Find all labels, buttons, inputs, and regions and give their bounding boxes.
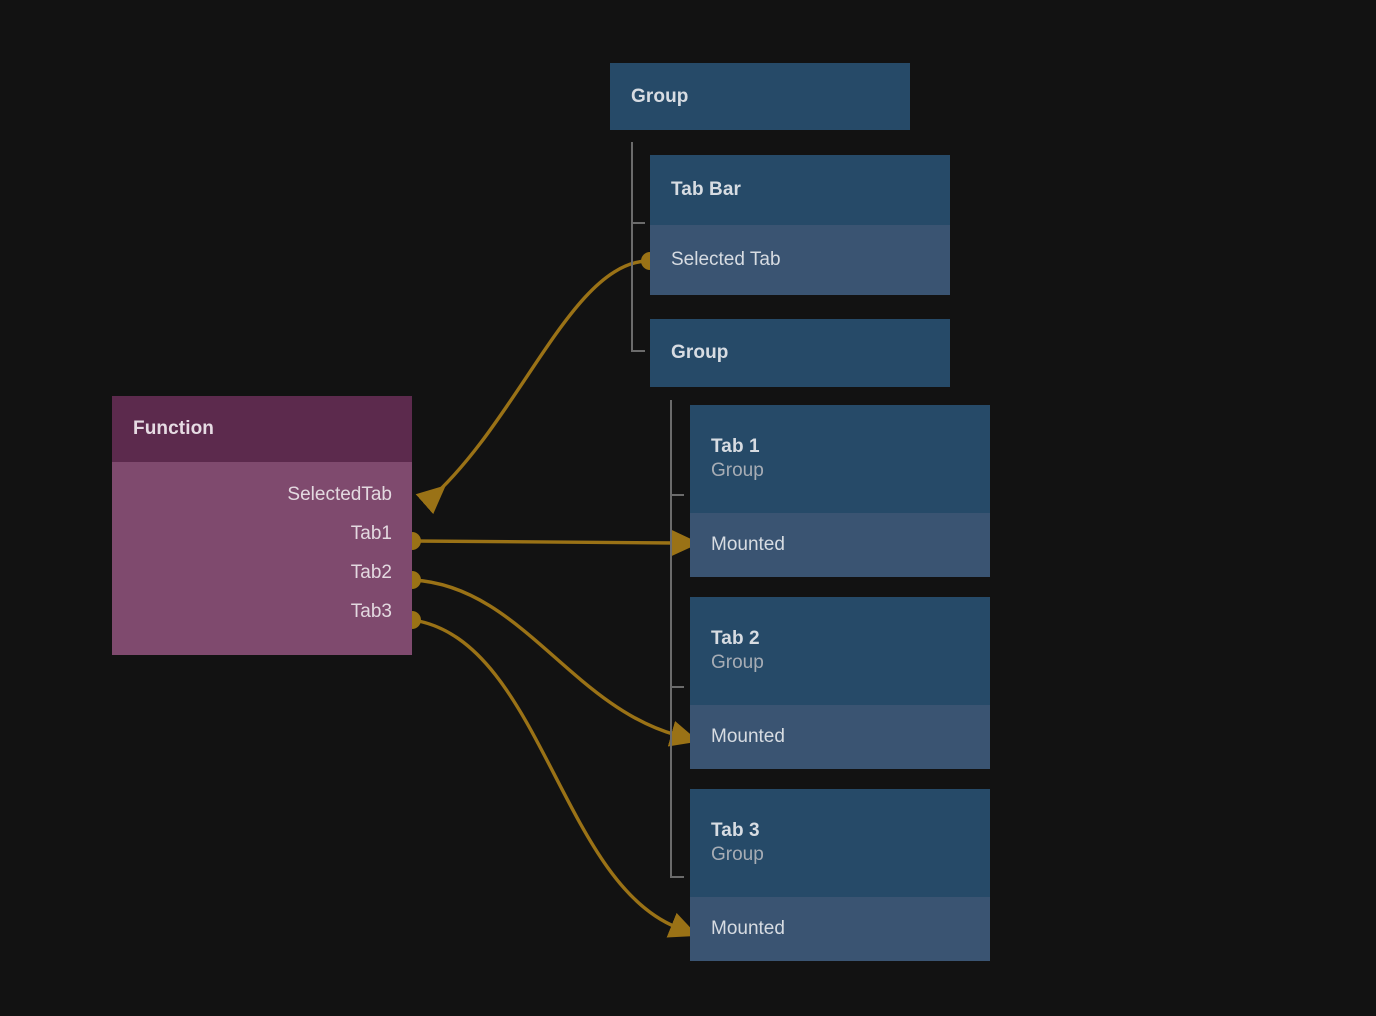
node-tab-2-subtitle: Group xyxy=(711,652,764,673)
node-tab-bar-row-label: Selected Tab xyxy=(671,249,781,271)
node-tab-1-title: Tab 1 xyxy=(711,436,760,458)
node-tab-bar[interactable]: Tab Bar Selected Tab xyxy=(650,155,950,295)
tree-guide-branch-tab1 xyxy=(670,494,684,496)
node-tab-1[interactable]: Tab 1 Group Mounted xyxy=(690,405,990,577)
tree-guide-branch-selected-tab xyxy=(631,222,645,224)
tree-guide-branch-tab3 xyxy=(670,876,684,878)
node-tab-1-row-label: Mounted xyxy=(711,534,785,556)
node-tab-1-subtitle: Group xyxy=(711,460,764,481)
node-tab-bar-row-selected-tab[interactable]: Selected Tab xyxy=(650,225,950,295)
node-inner-group-header: Group xyxy=(650,319,950,387)
node-tab-3[interactable]: Tab 3 Group Mounted xyxy=(690,789,990,961)
node-tab-2-title: Tab 2 xyxy=(711,628,760,650)
port-label-tab1: Tab1 xyxy=(350,523,392,544)
port-label-selectedtab: SelectedTab xyxy=(287,484,392,505)
edge-selected-tab xyxy=(415,259,647,515)
node-function-header: Function xyxy=(112,396,412,462)
tree-guide-branch-inner-group xyxy=(631,350,645,352)
node-tab-1-header: Tab 1 Group xyxy=(690,405,990,513)
node-tab-3-title: Tab 3 xyxy=(711,820,760,842)
node-root-group-title: Group xyxy=(631,85,689,107)
node-tab-1-row-mounted[interactable]: Mounted xyxy=(690,513,990,577)
tree-guide-vertical-lower xyxy=(670,400,672,878)
node-function[interactable]: Function SelectedTab Tab1 Tab2 Tab3 xyxy=(112,396,412,655)
port-row-tab1[interactable]: Tab1 xyxy=(112,514,412,553)
node-root-group[interactable]: Group xyxy=(610,63,910,130)
tree-guide-vertical-upper xyxy=(631,142,633,352)
node-tab-3-row-mounted[interactable]: Mounted xyxy=(690,897,990,961)
port-label-tab3: Tab3 xyxy=(350,601,392,622)
node-tab-bar-title: Tab Bar xyxy=(671,179,742,201)
edge-tab1 xyxy=(412,529,700,557)
node-tab-2[interactable]: Tab 2 Group Mounted xyxy=(690,597,990,769)
node-tab-2-header: Tab 2 Group xyxy=(690,597,990,705)
node-tab-3-header: Tab 3 Group xyxy=(690,789,990,897)
node-tab-2-row-mounted[interactable]: Mounted xyxy=(690,705,990,769)
edge-tab3 xyxy=(412,618,699,938)
port-row-selectedtab[interactable]: SelectedTab xyxy=(112,475,412,514)
edge-tab2 xyxy=(412,578,699,747)
port-row-tab3[interactable]: Tab3 xyxy=(112,592,412,631)
node-tab-3-row-label: Mounted xyxy=(711,918,785,940)
node-function-ports: SelectedTab Tab1 Tab2 Tab3 xyxy=(112,462,412,631)
tree-guide-branch-tab2 xyxy=(670,686,684,688)
port-row-tab2[interactable]: Tab2 xyxy=(112,553,412,592)
port-label-tab2: Tab2 xyxy=(350,562,392,583)
node-function-title: Function xyxy=(133,418,215,440)
node-tab-bar-header: Tab Bar xyxy=(650,155,950,225)
node-inner-group[interactable]: Group xyxy=(650,319,950,387)
node-inner-group-title: Group xyxy=(671,342,729,364)
node-root-group-header: Group xyxy=(610,63,910,130)
node-tab-2-row-label: Mounted xyxy=(711,726,785,748)
node-tab-3-subtitle: Group xyxy=(711,844,764,865)
